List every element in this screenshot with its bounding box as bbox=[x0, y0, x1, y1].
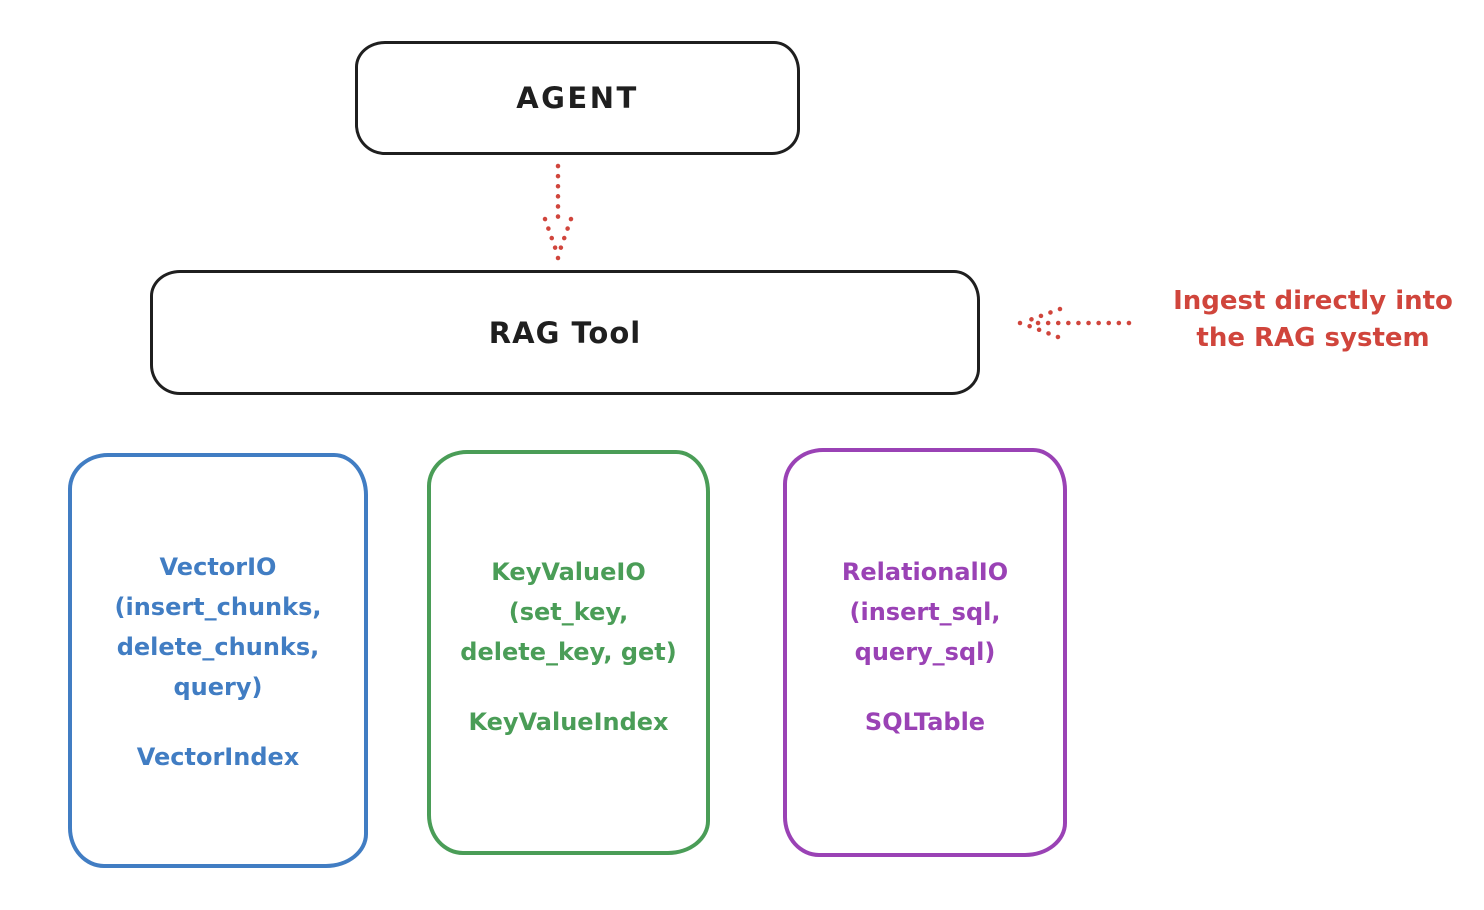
vectorio-fn-line: (insert_chunks, bbox=[114, 593, 322, 621]
arrow-agent-to-ragtool-icon bbox=[542, 163, 574, 261]
agent-label: AGENT bbox=[516, 81, 639, 115]
vectorio-node: VectorIO (insert_chunks, delete_chunks, … bbox=[68, 453, 368, 868]
arrowhead-lower-arm bbox=[1021, 321, 1061, 340]
vectorio-fn-line: query) bbox=[173, 673, 263, 701]
ingest-annotation-line1: Ingest directly into bbox=[1173, 286, 1453, 316]
keyvalueio-node: KeyValueIO (set_key, delete_key, get) Ke… bbox=[427, 450, 710, 855]
vectorio-title: VectorIO bbox=[159, 553, 277, 581]
relationalio-node: RelationalIO (insert_sql, query_sql) SQL… bbox=[783, 448, 1067, 857]
ingest-annotation: Ingest directly into the RAG system bbox=[1146, 283, 1480, 357]
relationalio-fn-line: (insert_sql, bbox=[849, 598, 1001, 626]
relationalio-title: RelationalIO bbox=[841, 558, 1009, 586]
keyvalueio-title: KeyValueIO bbox=[491, 558, 646, 586]
ragtool-node: RAG Tool bbox=[150, 270, 980, 395]
vectorio-fn-line: delete_chunks, bbox=[116, 633, 320, 661]
arrowhead-left-arm bbox=[542, 216, 560, 256]
agent-node: AGENT bbox=[355, 41, 800, 155]
ragtool-label: RAG Tool bbox=[488, 315, 642, 350]
arrow-ingest-to-ragtool-icon bbox=[1017, 306, 1132, 340]
vectorio-index-label: VectorIndex bbox=[136, 743, 300, 771]
keyvalueio-index-label: KeyValueIndex bbox=[468, 708, 669, 736]
arrowhead-upper-arm bbox=[1021, 306, 1063, 325]
ingest-annotation-line2: the RAG system bbox=[1196, 323, 1430, 353]
keyvalueio-fn-line: (set_key, bbox=[508, 598, 629, 626]
relationalio-index-label: SQLTable bbox=[864, 708, 986, 736]
relationalio-fn-line: query_sql) bbox=[854, 638, 996, 666]
arrowhead-right-arm bbox=[556, 216, 574, 256]
keyvalueio-fn-line: delete_key, get) bbox=[460, 638, 677, 666]
